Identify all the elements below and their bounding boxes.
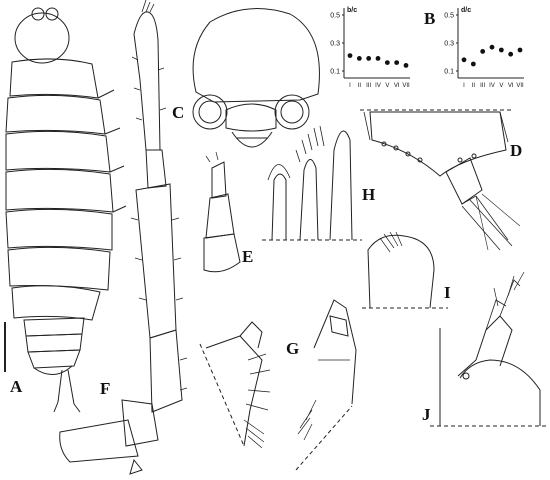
data-point xyxy=(489,44,495,50)
panel-label-c: C xyxy=(172,103,185,122)
y-axis-label: d/c xyxy=(461,7,471,14)
data-point xyxy=(498,47,504,53)
panel-label-g: G xyxy=(286,339,300,358)
data-point xyxy=(480,49,486,54)
x-tick-label: VI xyxy=(508,83,514,89)
panel-label-a: A xyxy=(10,377,23,396)
data-point xyxy=(461,57,467,63)
x-tick-label: II xyxy=(472,83,476,89)
x-tick-label: V xyxy=(499,83,503,89)
x-tick-label: IV xyxy=(489,83,495,89)
panel-label-e: E xyxy=(242,247,254,266)
y-tick-label: 0.3 xyxy=(444,41,454,48)
x-tick-label: I xyxy=(463,83,465,89)
data-point xyxy=(403,63,409,68)
antenna-drawing xyxy=(59,0,188,475)
y-axis-label: b/c xyxy=(347,7,357,14)
data-point xyxy=(375,56,381,61)
data-point xyxy=(508,51,514,57)
panel-label-f: F xyxy=(100,379,111,398)
habitus-drawing xyxy=(4,7,127,413)
data-point xyxy=(347,53,353,58)
maxillule-drawing xyxy=(362,231,448,309)
x-tick-label: VII xyxy=(516,83,524,89)
data-point xyxy=(384,60,390,65)
x-tick-label: VII xyxy=(402,83,410,89)
y-tick-label: 0.5 xyxy=(444,13,454,20)
head-frontal-drawing xyxy=(192,8,320,148)
panel-label-b: B xyxy=(424,9,436,28)
maxilla-drawing xyxy=(199,321,271,449)
x-tick-label: I xyxy=(349,83,351,89)
data-point xyxy=(517,47,523,53)
pleotelson-drawing xyxy=(360,109,521,251)
maxilliped-drawing xyxy=(295,299,357,471)
data-point xyxy=(470,61,476,67)
panel-label-j: J xyxy=(422,405,431,424)
x-tick-label: III xyxy=(366,83,371,89)
y-tick-label: 0.1 xyxy=(444,69,454,76)
pereopod-drawing xyxy=(430,271,546,427)
x-tick-label: III xyxy=(480,83,485,89)
y-tick-label: 0.5 xyxy=(330,13,340,20)
y-tick-label: 0.1 xyxy=(330,69,340,76)
antennule-drawing xyxy=(203,151,241,273)
y-tick-label: 0.3 xyxy=(330,41,340,48)
panel-label-h: H xyxy=(362,185,376,204)
x-tick-label: IV xyxy=(375,83,381,89)
data-point xyxy=(366,56,372,61)
data-point xyxy=(356,56,362,61)
x-tick-label: V xyxy=(385,83,389,89)
mandible-drawing xyxy=(262,125,362,241)
x-tick-label: II xyxy=(358,83,362,89)
data-point xyxy=(394,60,400,65)
panel-label-d: D xyxy=(510,141,523,160)
panel-label-i: I xyxy=(444,283,451,302)
x-tick-label: VI xyxy=(394,83,400,89)
